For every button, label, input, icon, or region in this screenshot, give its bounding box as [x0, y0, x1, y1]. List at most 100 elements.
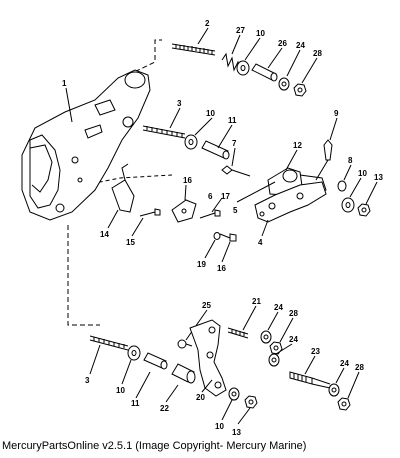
- dashed-leader-mid: [84, 174, 173, 186]
- link-arm-20: [189, 319, 227, 397]
- screw-15: [139, 208, 161, 217]
- callout-labels: 1 2 27 10 26 24 28 3 10 11 7 9 12 8 10 1…: [62, 19, 383, 437]
- callout-17: 17: [221, 192, 230, 201]
- clip-14: [111, 163, 135, 213]
- dashed-leader-top: [127, 39, 162, 76]
- callout-8: 8: [348, 156, 353, 165]
- callout-19: 19: [197, 260, 206, 269]
- leader-12: [285, 149, 298, 171]
- leader-16b: [221, 241, 231, 263]
- callout-12: 12: [293, 141, 302, 150]
- leader-21: [242, 305, 257, 331]
- leader-28b: [279, 317, 294, 343]
- leader-15: [131, 217, 144, 237]
- callout-16: 16: [183, 176, 192, 185]
- stud-3-top: [142, 125, 186, 139]
- leader-9: [329, 117, 338, 141]
- stud-23: [289, 371, 331, 389]
- leader-24a: [286, 49, 301, 77]
- leader-19: [204, 239, 216, 259]
- callout-7: 7: [232, 139, 237, 148]
- main-bracket: [21, 69, 151, 221]
- washer-19: [213, 232, 221, 240]
- washer-10-lowest: [228, 387, 240, 401]
- callout-11: 11: [131, 399, 140, 408]
- callout-24: 24: [296, 41, 305, 50]
- washer-24-lower: [268, 353, 280, 367]
- callout-4: 4: [258, 238, 263, 247]
- nut-28-mid: [269, 341, 283, 355]
- leader-26: [267, 47, 283, 69]
- callout-5: 5: [233, 206, 238, 215]
- spacer-11-bottom: [143, 352, 168, 370]
- spring-27: [221, 52, 241, 73]
- callout-10: 10: [256, 29, 265, 38]
- callout-26: 26: [278, 39, 287, 48]
- callout-16: 16: [217, 264, 226, 273]
- leader-17: [211, 197, 223, 213]
- leader-4: [261, 219, 269, 237]
- callout-28: 28: [313, 49, 322, 58]
- leader-7: [231, 147, 236, 167]
- leader-1: [65, 87, 73, 123]
- callout-21: 21: [252, 297, 261, 306]
- leader-20: [201, 379, 213, 393]
- leader-16a: [184, 184, 187, 201]
- washer-24-mid: [260, 330, 272, 344]
- callout-1: 1: [62, 79, 67, 88]
- stud-2: [171, 43, 216, 56]
- leader-8: [343, 164, 352, 181]
- exploded-parts-diagram: 1 2 27 10 26 24 28 3 10 11 7 9 12 8 10 1…: [21, 19, 383, 437]
- washer-10-bottom: [127, 345, 141, 361]
- callout-28: 28: [289, 309, 298, 318]
- leader-10e: [221, 399, 233, 421]
- callout-11: 11: [228, 116, 237, 125]
- callout-13: 13: [232, 428, 241, 437]
- callout-14: 14: [100, 230, 109, 239]
- callout-3: 3: [85, 376, 90, 385]
- leader-11a: [217, 124, 233, 149]
- washer-24-bottom: [328, 383, 340, 397]
- callout-2: 2: [205, 19, 210, 28]
- callout-25: 25: [202, 301, 211, 310]
- leader-22: [165, 384, 179, 403]
- washer-10-top: [236, 60, 250, 76]
- screw-6-7: [221, 165, 251, 177]
- leader-14: [107, 209, 119, 229]
- screw-21: [227, 327, 249, 339]
- leader-13b: [237, 407, 251, 425]
- cotter-pin-9: [315, 139, 333, 181]
- callout-28: 28: [355, 363, 364, 372]
- washer-10-right: [341, 197, 355, 213]
- callout-10: 10: [206, 109, 215, 118]
- callout-24: 24: [289, 335, 298, 344]
- callout-6: 6: [208, 192, 213, 201]
- leader-23: [304, 355, 316, 375]
- washer-10-mid: [184, 134, 198, 150]
- leader-11b: [135, 371, 151, 399]
- pin-25: [177, 339, 193, 349]
- callout-22: 22: [160, 404, 169, 413]
- leader-24d: [335, 367, 345, 384]
- leader-24c: [275, 343, 293, 355]
- leader-24b: [267, 311, 279, 331]
- nut-28-bottom: [337, 397, 351, 411]
- callout-9: 9: [334, 109, 339, 118]
- leader-28c: [347, 371, 360, 399]
- callout-15: 15: [126, 238, 135, 247]
- leader-28a: [301, 57, 318, 84]
- callout-27: 27: [236, 26, 245, 35]
- leader-27: [231, 34, 241, 55]
- callout-24: 24: [340, 359, 349, 368]
- dashed-leader-left: [67, 225, 100, 326]
- callout-10: 10: [358, 169, 367, 178]
- callout-20: 20: [196, 393, 205, 402]
- callout-10: 10: [116, 386, 125, 395]
- leader-10b: [194, 117, 213, 136]
- callout-3: 3: [177, 99, 182, 108]
- spacer-26: [251, 63, 278, 82]
- callout-24: 24: [274, 303, 283, 312]
- bushing-8: [337, 180, 347, 192]
- washer-24-top: [278, 77, 290, 91]
- copyright-footer: MercuryPartsOnline v2.5.1 (Image Copyrig…: [2, 440, 307, 452]
